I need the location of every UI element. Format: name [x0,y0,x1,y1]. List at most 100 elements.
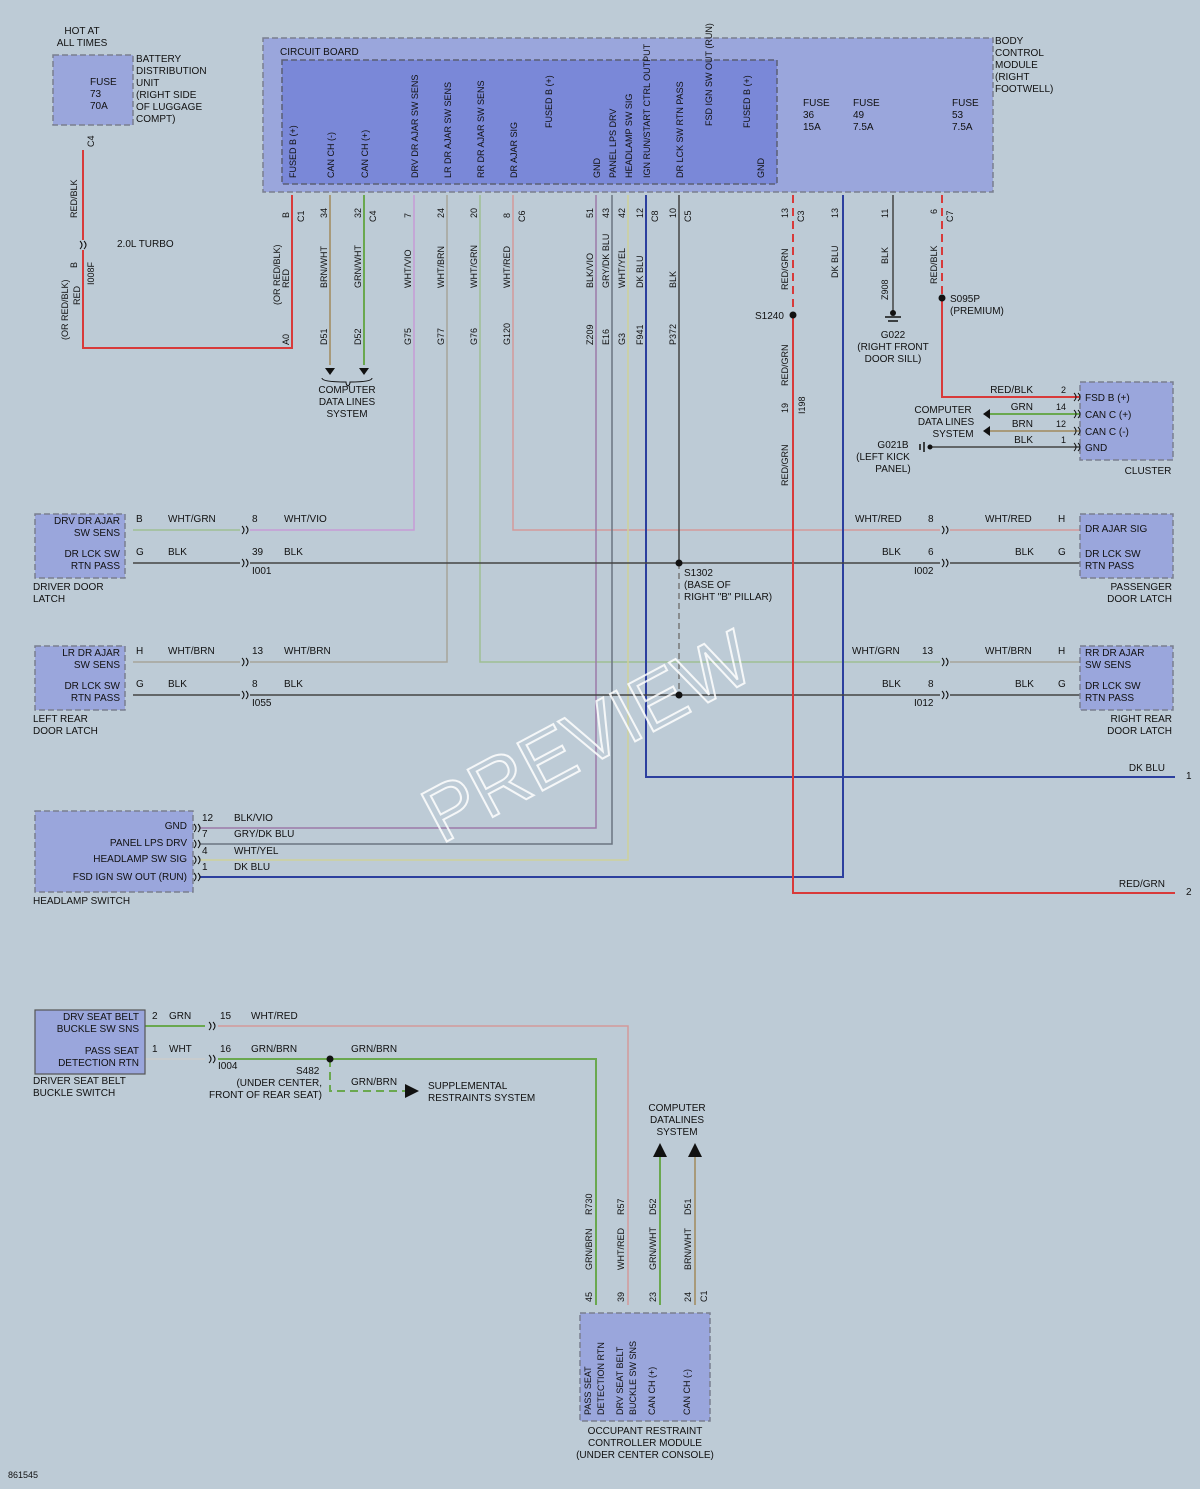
svg-text:S482: S482 [296,1066,320,1077]
wire-g120 [512,195,940,531]
svg-text:1: 1 [202,862,208,873]
svg-text:G: G [136,547,144,558]
fuse-53: FUSE 53 7.5A [952,98,979,133]
wire-color-label: BLK [1014,435,1033,446]
orc-pin-number: 24 [683,1292,693,1302]
computer-data-lines-lower: COMPUTER DATALINES SYSTEM [648,1103,705,1138]
svg-text:DOOR LATCH: DOOR LATCH [1107,594,1172,605]
svg-text:WHT/VIO: WHT/VIO [284,514,327,525]
svg-text:H: H [136,646,143,657]
wire-color-label: GRN/BRN [584,1228,594,1270]
svg-text:CONTROLLER MODULE: CONTROLLER MODULE [588,1438,702,1449]
svg-text:7.5A: 7.5A [853,122,874,133]
svg-text:GRN/BRN: GRN/BRN [251,1044,297,1055]
svg-text:I004: I004 [218,1061,238,1072]
svg-text:PANEL): PANEL) [875,464,910,475]
svg-text:13: 13 [922,646,934,657]
circuit-id: D51 [683,1198,693,1215]
inline-connector-glyph [241,690,249,700]
svg-text:DK BLU: DK BLU [830,245,840,278]
bcm-pin-label: IGN RUN/START CTRL OUTPUT [642,43,652,178]
svg-text:2: 2 [1186,887,1192,898]
svg-text:LEFT REAR: LEFT REAR [33,714,88,725]
inline-connector-glyph [193,823,201,833]
svg-text:2.0L TURBO: 2.0L TURBO [117,239,174,250]
bcm-pin-number: 43 [601,208,611,218]
cluster-pin-label: CAN C (+) [1085,410,1131,421]
svg-text:7: 7 [202,829,208,840]
wire-color-label: GRY/DK BLU [601,234,611,288]
svg-text:WHT/BRN: WHT/BRN [168,646,215,657]
svg-text:RIGHT "B" PILLAR): RIGHT "B" PILLAR) [684,592,772,603]
svg-text:BUCKLE SW SNS: BUCKLE SW SNS [57,1024,140,1035]
bcm-pin-label: RR DR AJAR SW SENS [476,80,486,178]
cluster-pin-label: FSD B (+) [1085,393,1130,404]
svg-text:DR LCK SW: DR LCK SW [64,681,120,692]
svg-text:19: 19 [780,403,790,413]
orc-pin-label: DETECTION RTN [596,1342,606,1415]
inline-i198: RED/GRN 19 I198 RED/GRN [780,344,807,486]
svg-text:G: G [1058,679,1066,690]
passenger-door-latch: DR AJAR SIG DR LCK SW RTN PASS H WHT/RED… [855,513,1174,605]
bcm-connector: C4 [368,210,378,222]
svg-text:BLK: BLK [1015,679,1034,690]
wire-color-label: WHT/VIO [403,250,413,289]
bcm-connector: C5 [683,210,693,222]
circuit-id: G3 [617,333,627,345]
svg-text:I198: I198 [797,396,807,414]
svg-text:BLK: BLK [880,247,890,264]
circuit-id: E16 [601,329,611,345]
svg-text:S1302: S1302 [684,568,713,579]
svg-text:MODULE: MODULE [995,60,1038,71]
circuit-id: R57 [616,1198,626,1215]
svg-text:FUSED B (+): FUSED B (+) [742,75,752,128]
svg-text:39: 39 [252,547,264,558]
bcm-pin-label: GND [592,158,602,179]
svg-text:B: B [69,262,79,268]
wire-color-label: BLK/VIO [585,253,595,288]
bcm-connector: C8 [650,210,660,222]
bcm-connector: C1 [296,210,306,222]
orc-pin-label: CAN CH (+) [647,1367,657,1415]
bcm-pin-number: 12 [635,208,645,218]
svg-text:(PREMIUM): (PREMIUM) [950,306,1004,317]
svg-text:DRIVER SEAT BELT: DRIVER SEAT BELT [33,1076,126,1087]
svg-text:RED/BLK: RED/BLK [69,179,79,218]
wire-color-label: WHT/YEL [617,248,627,288]
svg-text:BLK: BLK [284,547,303,558]
svg-text:DK BLU: DK BLU [1129,763,1165,774]
svg-text:G: G [1058,547,1066,558]
bcm-pin-label: FUSED B (+) [288,125,298,178]
svg-text:RTN PASS: RTN PASS [71,561,120,572]
cluster-pin-number: 1 [1061,435,1066,445]
svg-text:I008F: I008F [86,261,96,285]
ground-g022: G022 (RIGHT FRONT DOOR SILL) [857,310,929,365]
svg-text:I001: I001 [252,566,272,577]
bcm-pin-number: 10 [668,208,678,218]
battery-distribution-unit: HOT AT ALL TIMES FUSE 73 70A BATTERY DIS… [52,26,207,340]
svg-text:HOT AT: HOT AT [64,26,99,37]
diagram-id: 861545 [8,1470,38,1480]
inline-connector-glyph [208,1021,216,1031]
circuit-id: R730 [584,1193,594,1215]
svg-text:SW SENS: SW SENS [74,528,120,539]
svg-text:BLK: BLK [882,547,901,558]
svg-text:RIGHT REAR: RIGHT REAR [1111,714,1173,725]
circuit-id: G77 [436,328,446,345]
wire-z209 [200,195,597,829]
wire-e16 [200,195,613,845]
inline-connector-glyph [79,240,87,250]
svg-text:BLK: BLK [1015,547,1034,558]
left-rear-door-latch: LR DR AJAR SW SENS DR LCK SW RTN PASS H … [33,645,331,737]
inline-connector-glyph [241,558,249,568]
svg-text:15: 15 [220,1011,232,1022]
svg-text:GRN: GRN [169,1011,191,1022]
splice-s1302-rear [675,691,683,699]
svg-text:DATA LINES: DATA LINES [319,397,376,408]
wire-alt-color: (OR RED/BLK) [272,244,282,305]
wire-srs [329,1059,419,1098]
svg-text:FUSE: FUSE [90,77,117,88]
svg-text:DISTRIBUTION: DISTRIBUTION [136,66,207,77]
